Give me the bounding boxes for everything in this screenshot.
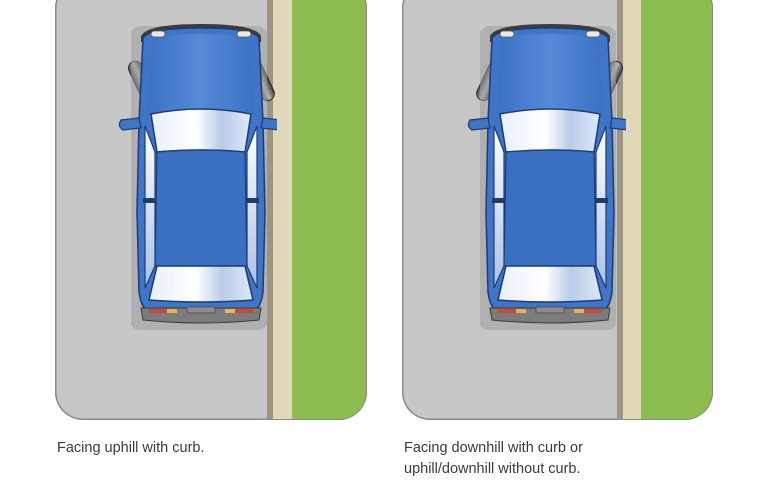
caption-uphill-with-curb: Facing uphill with curb.	[57, 438, 205, 459]
curb-edge	[617, 0, 623, 420]
panel-downhill-or-no-curb	[402, 0, 713, 420]
car-illustration	[467, 23, 626, 331]
caption-line: uphill/downhill without curb.	[404, 461, 581, 477]
car-illustration	[118, 23, 277, 331]
curb	[623, 0, 641, 420]
grass	[292, 0, 367, 420]
grass	[641, 0, 713, 420]
panel-uphill-with-curb	[55, 0, 367, 420]
caption-downhill-or-no-curb: Facing downhill with curb or uphill/down…	[404, 438, 583, 480]
curb-edge	[267, 0, 273, 420]
curb	[273, 0, 292, 420]
caption-line: Facing uphill with curb.	[57, 440, 205, 456]
caption-line: Facing downhill with curb or	[404, 440, 583, 456]
